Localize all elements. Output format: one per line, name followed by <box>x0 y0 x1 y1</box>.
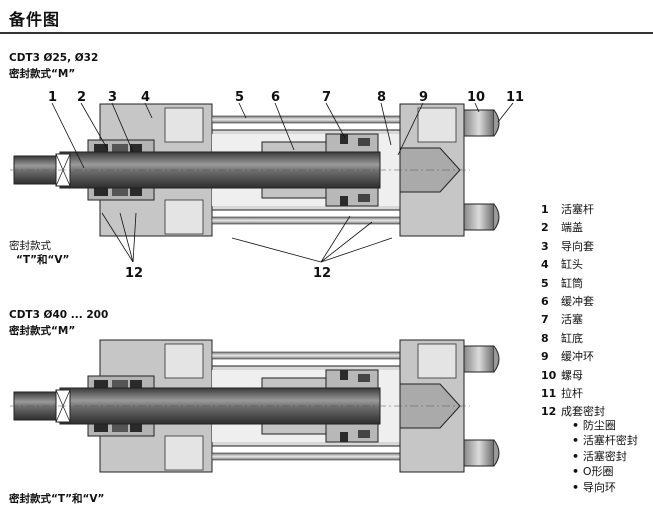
model-label-top: CDT3 Ø25, Ø32 <box>9 52 99 64</box>
subitem: 导向环 <box>572 480 638 495</box>
page-title: 备件图 <box>9 10 61 29</box>
callout-12-left: 12 <box>125 266 143 281</box>
subitem: 活塞杆密封 <box>572 433 638 448</box>
callout-3: 3 <box>108 90 117 105</box>
seal-style-tv-top-line1: 密封款式 <box>9 240 51 252</box>
seal-style-tv-top-line2: “T”和“V” <box>16 254 70 266</box>
legend-item: 2 端盖 <box>541 219 605 237</box>
legend-item: 4 缸头 <box>541 256 605 274</box>
legend-label: 缸筒 <box>561 276 583 290</box>
cylinder-bottom <box>9 339 500 473</box>
legend-label: 活塞 <box>561 313 583 327</box>
legend-num: 9 <box>541 350 549 364</box>
callout-5: 5 <box>235 90 244 105</box>
title-divider <box>0 32 653 34</box>
legend-item: 5 缸筒 <box>541 275 605 293</box>
callout-numbers-top: 1 2 3 4 5 6 7 8 9 10 11 12 12 <box>48 90 524 281</box>
legend-num: 2 <box>541 221 549 235</box>
legend-label: 端盖 <box>561 221 583 235</box>
callout-12-right: 12 <box>313 266 331 281</box>
callout-2: 2 <box>77 90 86 105</box>
legend-label: 导向套 <box>561 239 594 253</box>
legend-label: 成套密封 <box>561 405 605 419</box>
legend-label: 缓冲套 <box>561 295 594 309</box>
subitem: 活塞密封 <box>572 449 638 464</box>
legend-item: 9 缓冲环 <box>541 348 605 366</box>
legend-num: 7 <box>541 313 549 327</box>
callout-leaders-top <box>51 102 514 263</box>
legend-num: 10 <box>541 368 557 382</box>
legend-num: 1 <box>541 203 549 216</box>
legend-label: 缸底 <box>561 331 583 345</box>
legend-item: 7 活塞 <box>541 311 605 329</box>
subitem: 防尘圈 <box>572 418 638 433</box>
legend-item: 12 成套密封 <box>541 403 605 421</box>
legend-label: 活塞杆 <box>561 203 594 216</box>
legend-item: 10 螺母 <box>541 367 605 385</box>
callout-9: 9 <box>419 90 428 105</box>
callout-1: 1 <box>48 90 57 105</box>
legend-item: 1 活塞杆 <box>541 201 605 219</box>
legend-label: 缸头 <box>561 258 583 272</box>
callout-8: 8 <box>377 90 386 105</box>
cylinder-top <box>9 103 500 237</box>
callout-7: 7 <box>322 90 331 105</box>
model-label-bottom: CDT3 Ø40 ... 200 <box>9 309 109 321</box>
legend-num: 4 <box>541 258 549 272</box>
legend-item: 3 导向套 <box>541 238 605 256</box>
legend-item: 6 缓冲套 <box>541 293 605 311</box>
legend-num: 12 <box>541 405 557 419</box>
callout-10: 10 <box>467 90 485 105</box>
legend-label: 缓冲环 <box>561 350 594 364</box>
seal-kit-subitems: 防尘圈 活塞杆密封 活塞密封 O形圈 导向环 <box>572 418 638 495</box>
callout-4: 4 <box>141 90 150 105</box>
legend-num: 3 <box>541 239 549 253</box>
subitem: O形圈 <box>572 464 638 479</box>
seal-style-m-top: 密封款式“M” <box>9 68 76 80</box>
legend-num: 5 <box>541 276 549 290</box>
legend-item: 8 缸底 <box>541 330 605 348</box>
legend-item: 11 拉杆 <box>541 385 605 403</box>
legend-label: 拉杆 <box>561 387 583 401</box>
seal-style-tv-bottom: 密封款式“T”和“V” <box>9 493 105 505</box>
callout-11: 11 <box>506 90 524 105</box>
seal-style-m-bottom: 密封款式“M” <box>9 325 76 337</box>
callout-6: 6 <box>271 90 280 105</box>
legend-label: 螺母 <box>561 368 583 382</box>
legend-num: 8 <box>541 331 549 345</box>
legend-num: 11 <box>541 387 557 401</box>
legend-num: 6 <box>541 295 549 309</box>
